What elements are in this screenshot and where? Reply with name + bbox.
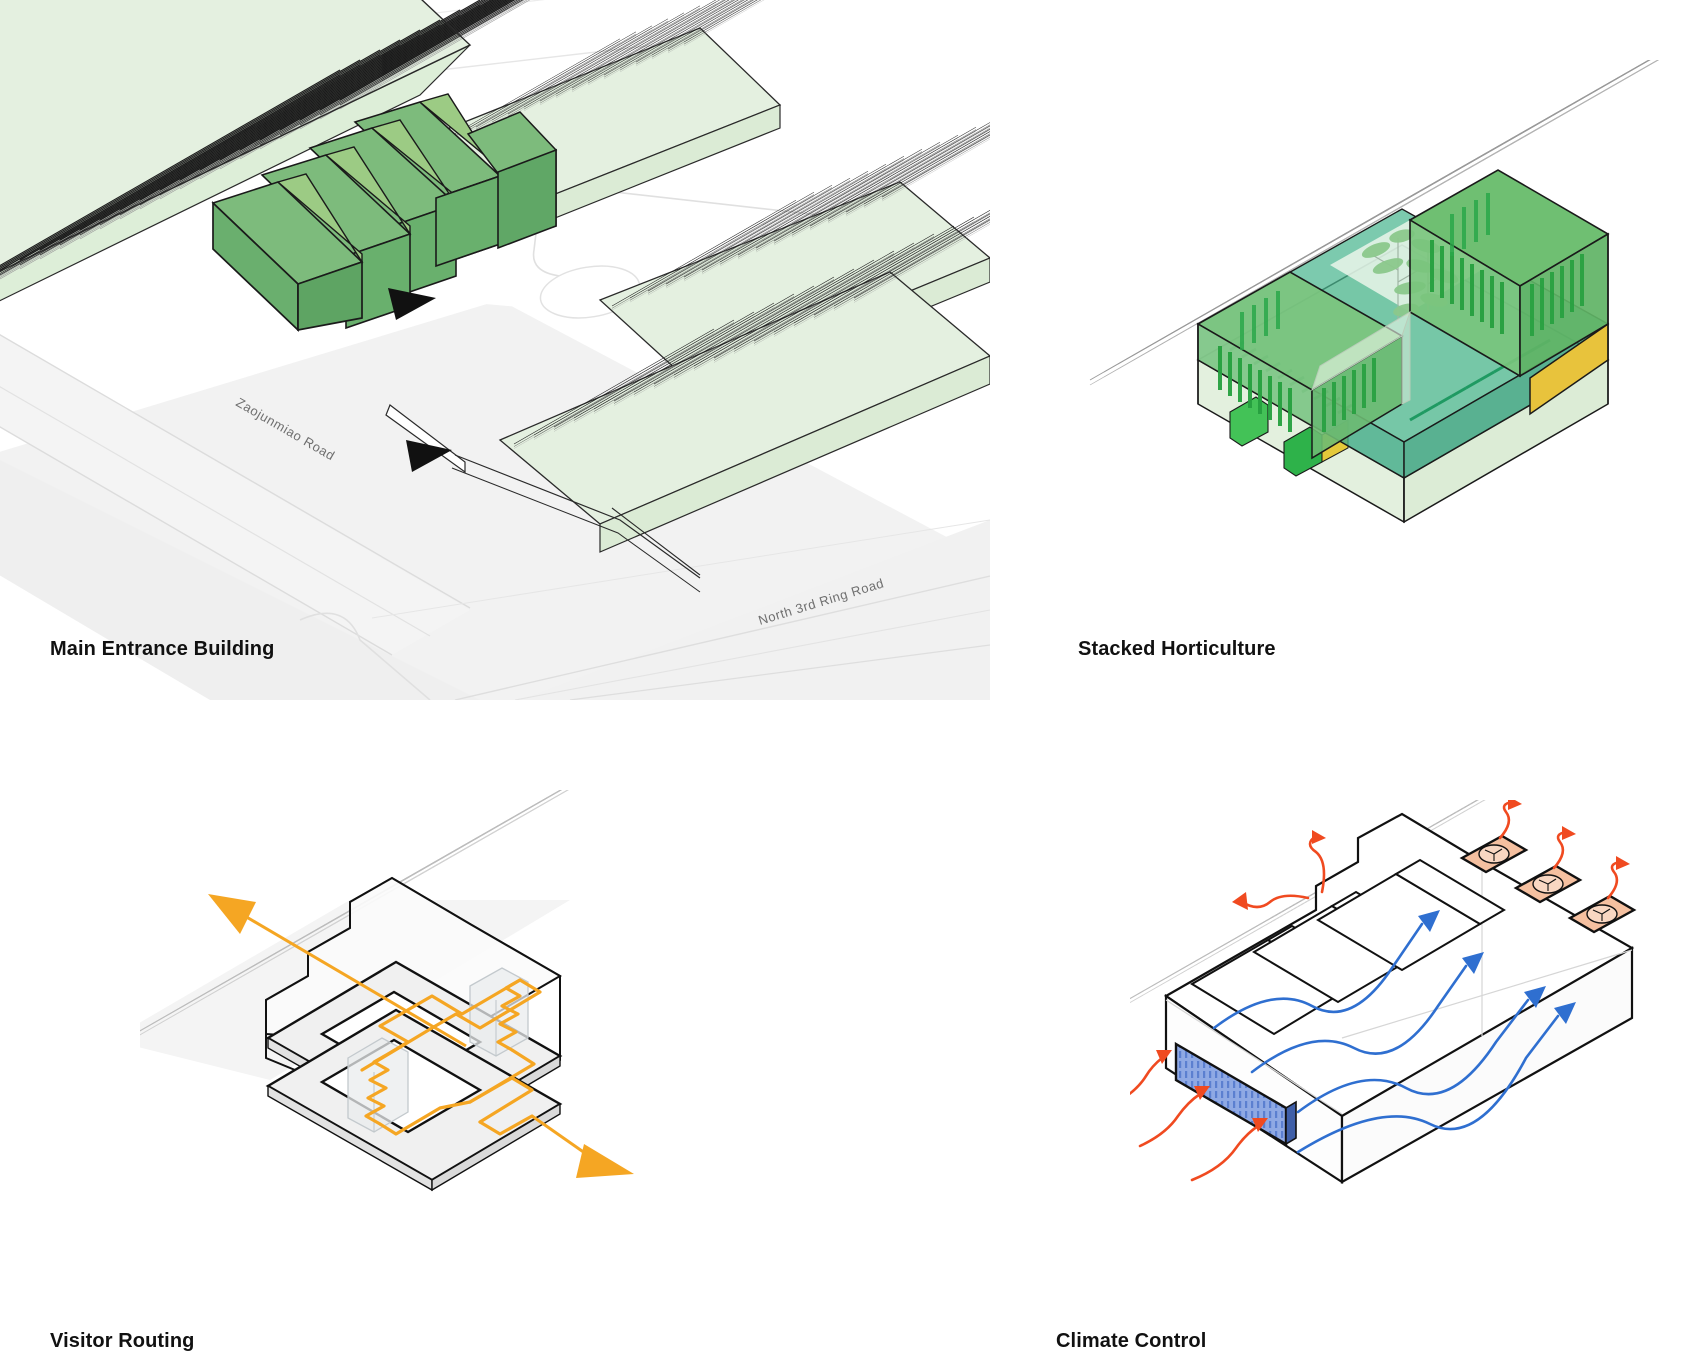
exhaust-fan-3 (1567, 894, 1637, 934)
entrance-arrow-upper (388, 288, 436, 320)
greenhouse-block-top-left (0, 0, 741, 310)
exhaust-fan-1 (1459, 834, 1529, 874)
road-zaojunmiao (0, 334, 471, 656)
atrium-glazing (1311, 310, 1411, 405)
airflow-arrows-exterior (1130, 800, 1630, 1182)
caption-stacked-horticulture: Stacked Horticulture (1078, 638, 1276, 660)
airflow-arrows-interior (1212, 910, 1576, 1154)
curb-edge-a (385, 404, 466, 474)
main-entrance-artwork: Zaojunmiao Road North 3rd Ring Road (0, 0, 990, 700)
exhaust-fan-2 (1513, 864, 1583, 904)
stacked-outer-edges (1197, 234, 1609, 522)
route-exit-arrow (531, 1114, 634, 1178)
stacked-horticulture-artwork (1080, 60, 1700, 530)
route-entry-arrow (208, 894, 467, 1048)
caption-climate-control: Climate Control (1056, 1330, 1207, 1352)
panel-stacked-horticulture (1080, 60, 1700, 530)
roof-bays (1190, 858, 1506, 1036)
entrance-arrow-lower (406, 440, 452, 472)
exhaust-fan-units (1459, 834, 1637, 934)
greenhouse-block-bottom-right (498, 182, 990, 553)
entrance-bay-1 (211, 173, 364, 332)
caption-visitor-routing: Visitor Routing (50, 1330, 195, 1352)
road-north-3rd-ring (360, 519, 990, 700)
caption-main-entrance: Main Entrance Building (50, 638, 275, 660)
panel-visitor-routing (140, 790, 760, 1210)
panel-main-entrance: Zaojunmiao Road North 3rd Ring Road (0, 0, 990, 700)
climate-control-artwork (1130, 800, 1700, 1210)
panel-climate-control (1130, 800, 1700, 1210)
visitor-routing-artwork (140, 790, 760, 1210)
